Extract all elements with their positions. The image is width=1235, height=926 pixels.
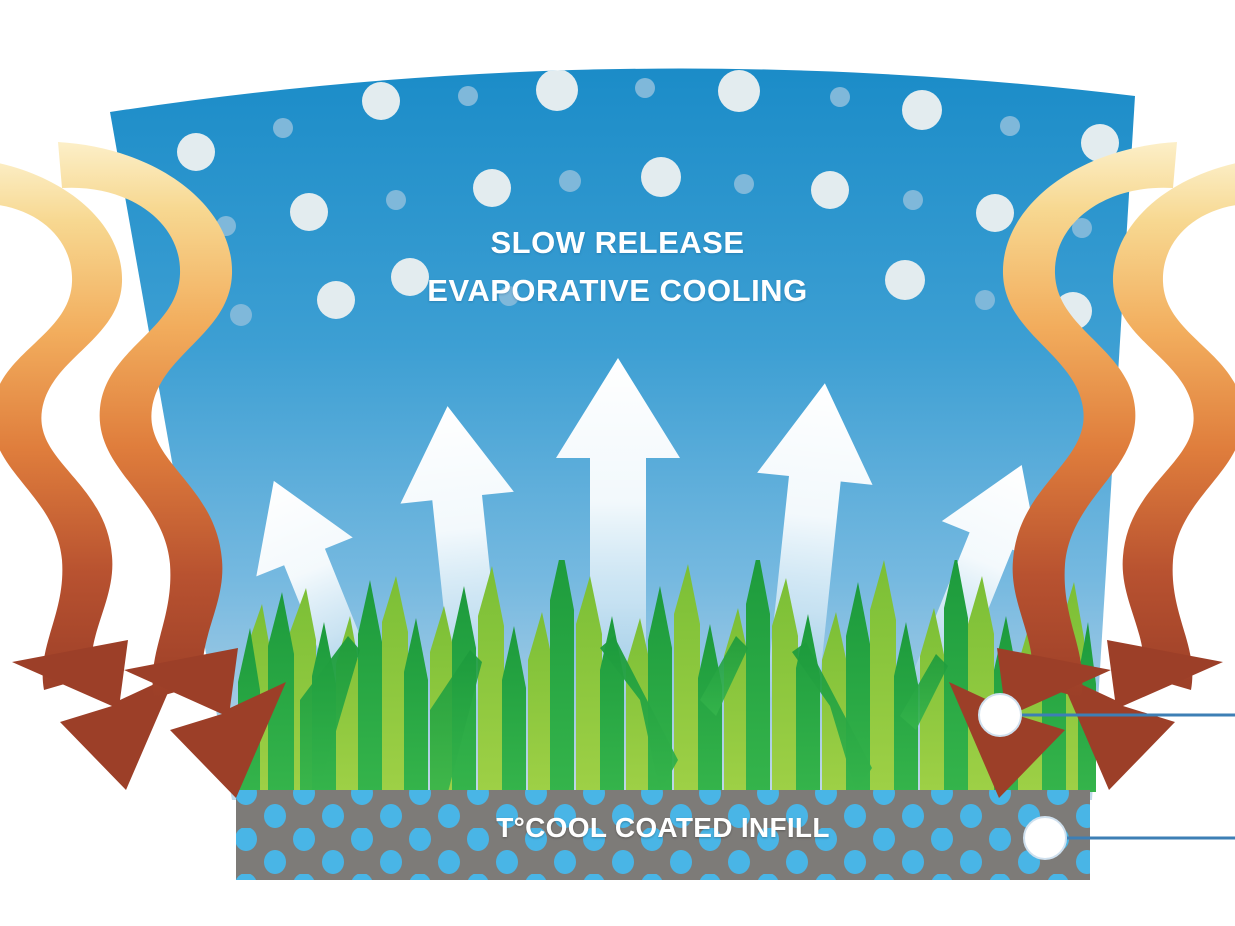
- droplet-icon: [718, 70, 760, 112]
- heat-arrow-wave: [0, 163, 176, 790]
- infill-band-shape: [236, 790, 1090, 880]
- droplet-icon: [1072, 218, 1092, 238]
- droplet-icon: [975, 290, 995, 310]
- droplet-icon: [499, 286, 519, 306]
- droplet-icon: [536, 69, 578, 111]
- heat-arrow-wave: [949, 142, 1177, 798]
- droplet-icon: [559, 170, 581, 192]
- heat-arrow-group-right: [949, 142, 1235, 798]
- droplet-icon: [1000, 116, 1020, 136]
- droplet-icon: [391, 258, 429, 296]
- tcool-coated-infill-band: [236, 790, 1090, 880]
- droplet-icon: [290, 193, 328, 231]
- droplet-icon: [362, 82, 400, 120]
- droplet-icon: [902, 90, 942, 130]
- droplet-icon: [1081, 124, 1119, 162]
- callout-group: [978, 693, 1235, 860]
- water-droplet-group: [177, 69, 1119, 330]
- droplet-icon: [976, 194, 1014, 232]
- heat-arrow-group-left: [0, 142, 286, 798]
- droplet-icon: [317, 281, 355, 319]
- droplet-icon: [811, 171, 849, 209]
- droplet-icon: [473, 169, 511, 207]
- droplet-icon: [903, 190, 923, 210]
- droplet-icon: [458, 86, 478, 106]
- droplet-icon: [734, 174, 754, 194]
- droplet-icon: [230, 304, 252, 326]
- droplet-icon: [177, 133, 215, 171]
- heat-arrow-wave: [58, 142, 286, 798]
- droplet-icon: [830, 87, 850, 107]
- droplet-icon: [386, 190, 406, 210]
- droplet-icon: [273, 118, 293, 138]
- callout-dot-grass[interactable]: [978, 693, 1022, 737]
- droplet-icon: [635, 78, 655, 98]
- callout-dot-infill[interactable]: [1023, 816, 1067, 860]
- evaporation-arrow: [556, 358, 680, 700]
- droplet-icon: [885, 260, 925, 300]
- droplet-icon: [641, 157, 681, 197]
